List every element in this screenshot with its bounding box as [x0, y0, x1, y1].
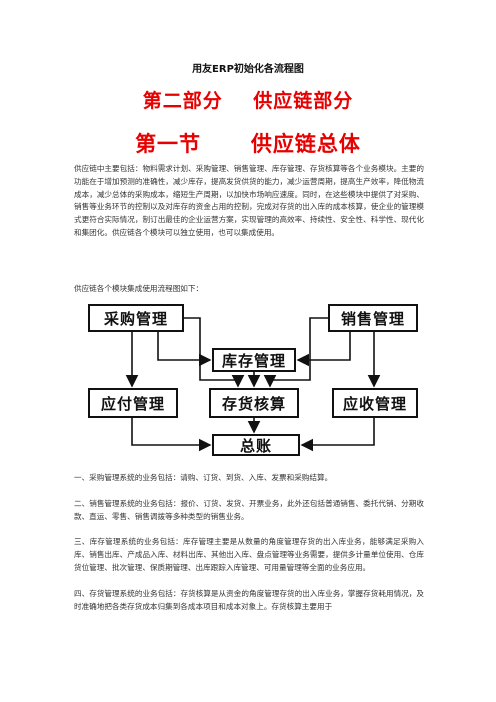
arrow-purchase-to-stock-accounting — [184, 317, 245, 388]
node-general-ledger: 总账 — [212, 434, 300, 456]
arrow-receivable-to-ledger — [300, 418, 375, 452]
intro-paragraph: 供应链中主要包括：物料需求计划、采购管理、销售管理、库存管理、存货核算等各个业务… — [74, 164, 424, 237]
node-purchase-management: 采购管理 — [88, 304, 184, 332]
flowchart-intro: 供应链各个模块集成使用流程图如下： — [74, 284, 204, 293]
part-title: 第二部分 供应链部分 — [142, 90, 354, 112]
arrow-payable-to-ledger — [131, 418, 212, 452]
arrow-purchase-to-inventory — [157, 332, 212, 367]
arrow-sales-to-stock-accounting — [263, 317, 328, 388]
node-receivable-management: 应收管理 — [332, 388, 418, 418]
node-stock-accounting: 存货核算 — [209, 388, 299, 418]
node-payable-management: 应付管理 — [88, 388, 178, 418]
document-title: 用友ERP初始化各流程图 — [192, 64, 304, 75]
supply-chain-flowchart: 采购管理 销售管理 库存管理 应付管理 存货核算 应收管理 总账 — [88, 298, 418, 456]
list-item-inventory: 三、库存管理系统的业务包括：库存管理主要是从数量的角度管理存货的出入库业务，能够… — [74, 537, 424, 572]
node-inventory-management: 库存管理 — [212, 348, 296, 372]
module-description-list: 一、采购管理系统的业务包括：请购、订货、到货、入库、发票和采购结算。 二、销售管… — [74, 472, 424, 626]
flowchart-connectors — [125, 317, 381, 452]
list-item-stock: 四、存货管理系统的业务包括：存货核算是从资金的角度管理存货的出入库业务，掌握存货… — [74, 588, 424, 611]
list-item-sales: 二、销售管理系统的业务包括：报价、订货、发货、开票业务，此外还包括普通销售、委托… — [74, 498, 424, 521]
list-item-purchase: 一、采购管理系统的业务包括：请购、订货、到货、入库、发票和采购结算。 — [74, 473, 333, 482]
node-sales-management: 销售管理 — [328, 304, 418, 332]
arrow-sales-to-inventory — [296, 332, 351, 367]
section-title: 第一节 供应链总体 — [135, 132, 361, 156]
